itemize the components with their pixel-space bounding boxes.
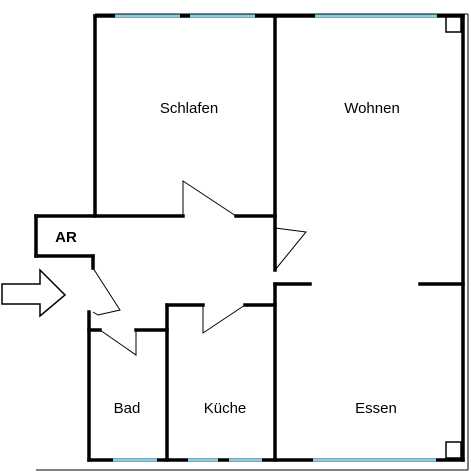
- column-top-right: [445, 15, 462, 33]
- room-label-schlafen: Schlafen: [160, 100, 218, 117]
- columns: [445, 15, 462, 459]
- column-bottom-right: [445, 441, 462, 459]
- windows: [113, 14, 437, 462]
- entrance-arrow-icon: [1, 268, 67, 318]
- door-schlafen: [182, 180, 237, 217]
- room-label-bad: Bad: [114, 400, 141, 417]
- door-bad: [99, 329, 137, 356]
- room-label-essen: Essen: [355, 400, 397, 417]
- walls: [34, 14, 465, 462]
- room-label-wohnen: Wohnen: [344, 100, 400, 117]
- door-wohnen: [274, 227, 307, 271]
- outer-boundary: [36, 13, 469, 471]
- door-entrance: [92, 267, 121, 316]
- room-label-ar: AR: [55, 229, 77, 246]
- door-kueche: [202, 304, 246, 334]
- doors: [92, 180, 307, 356]
- room-label-kueche: Küche: [204, 400, 247, 417]
